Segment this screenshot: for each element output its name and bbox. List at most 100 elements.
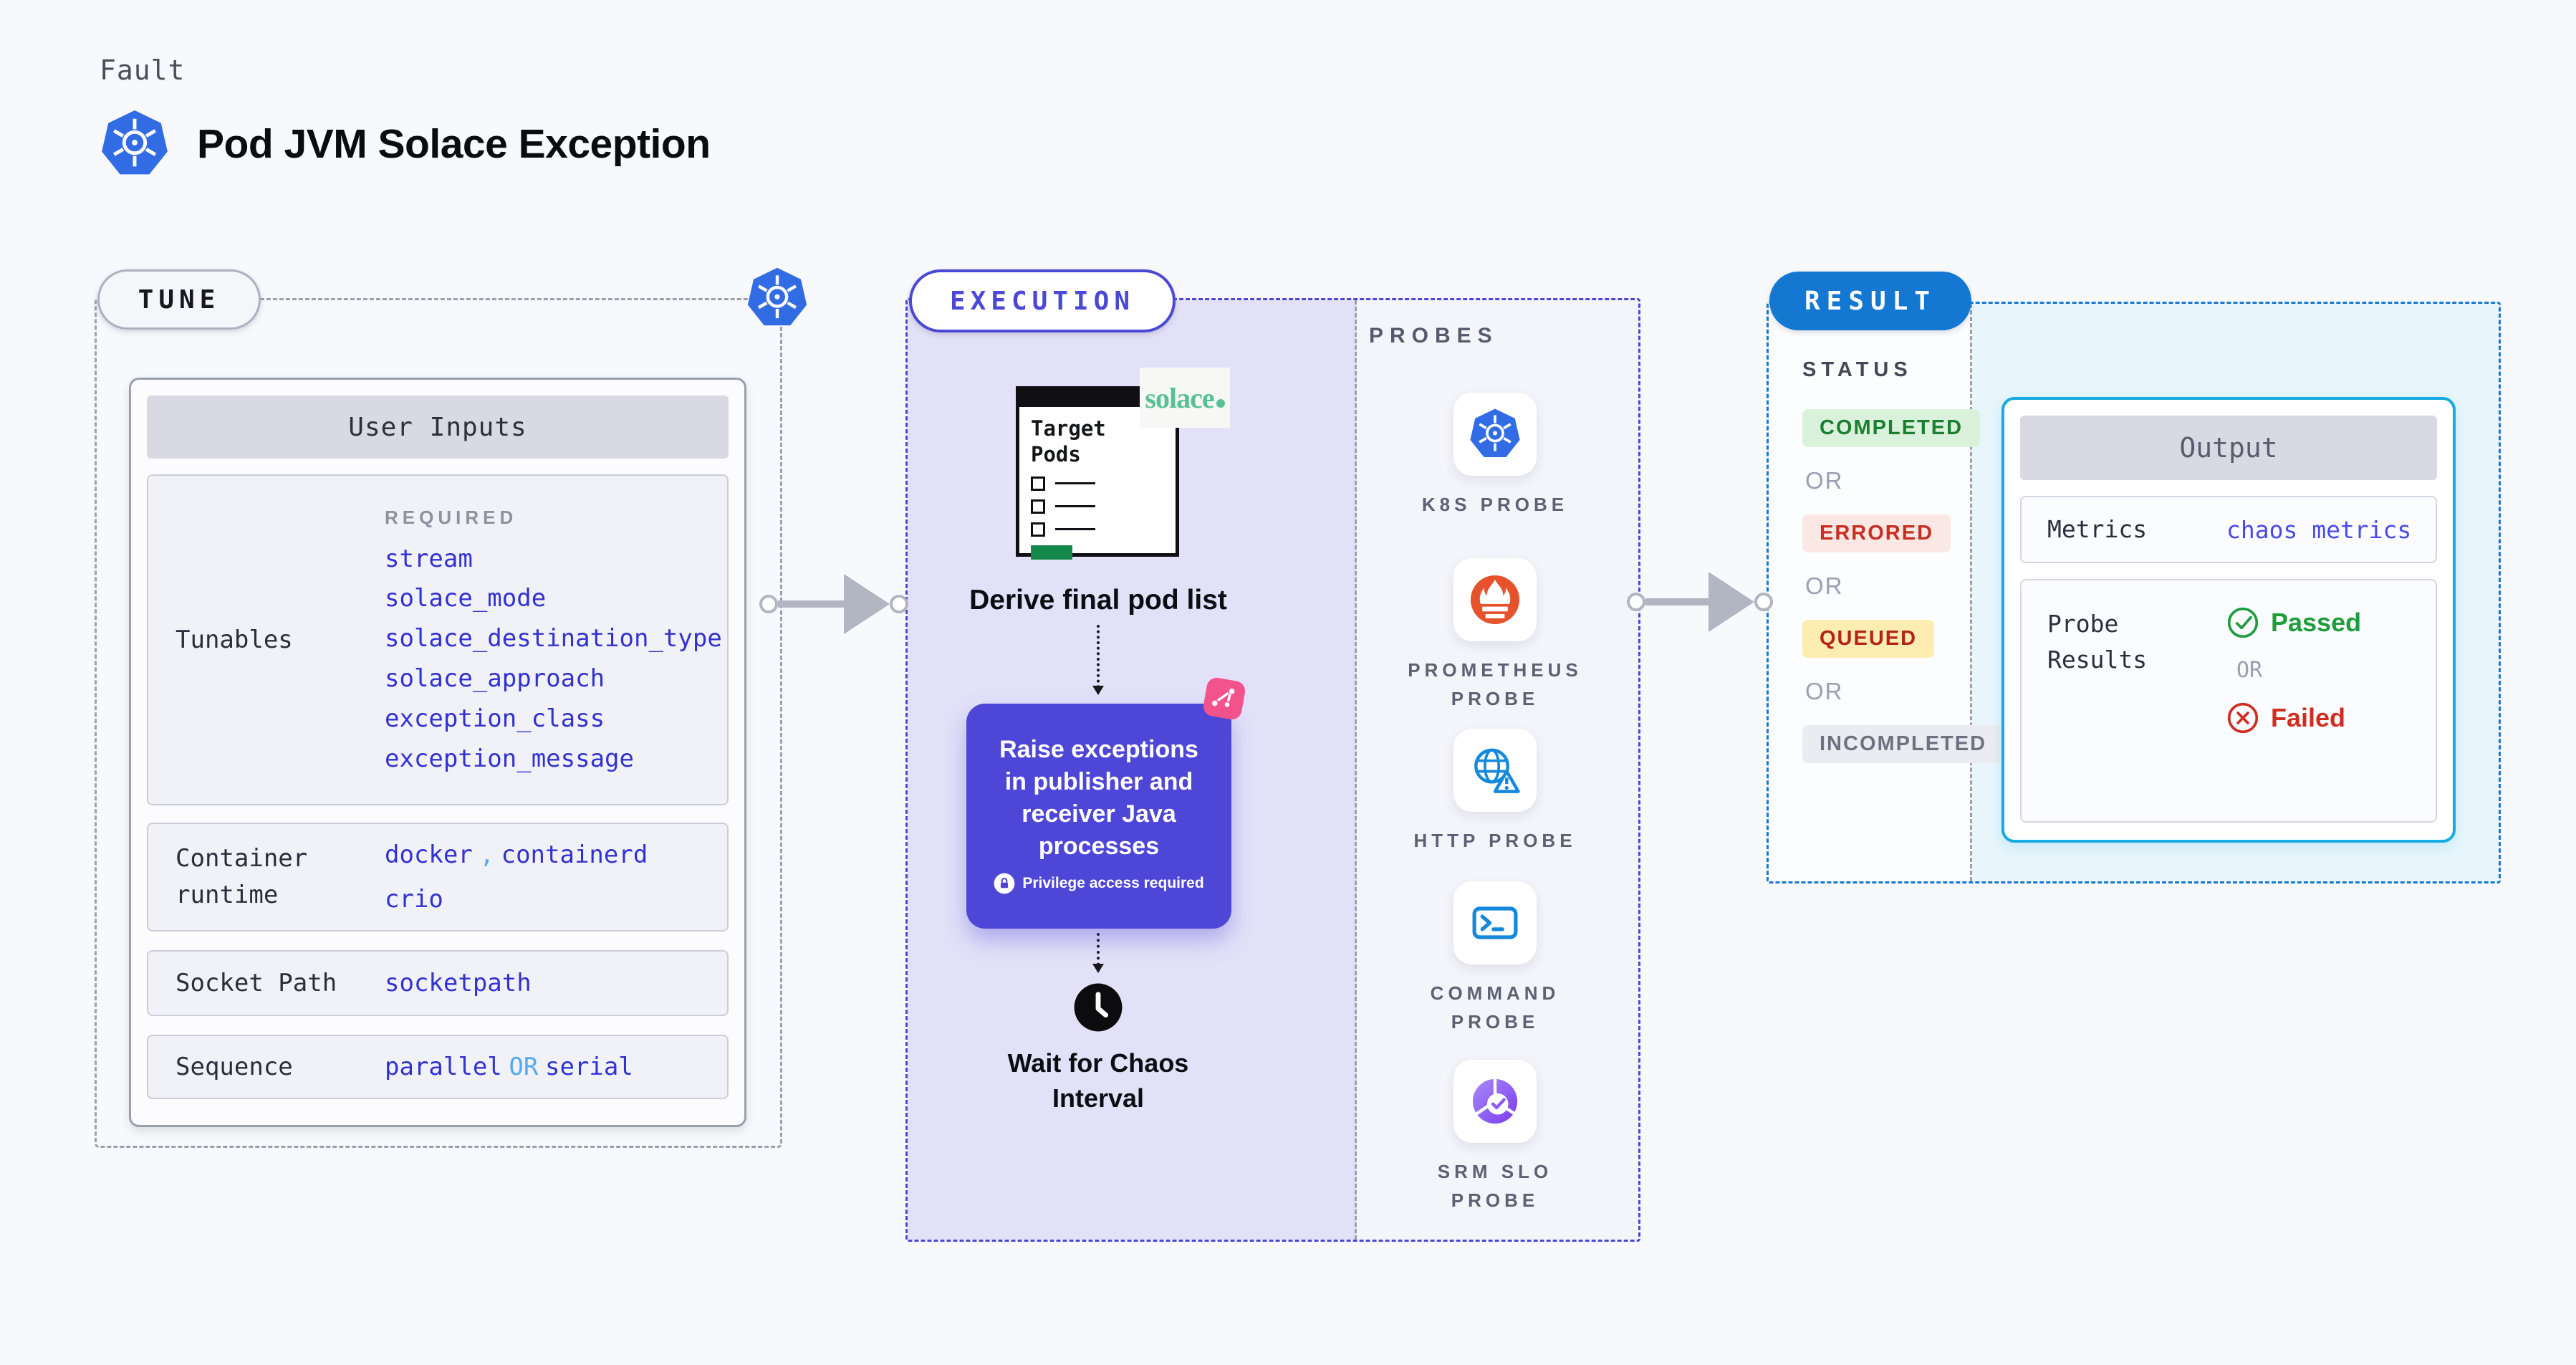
probe-item-command: COMMAND PROBE	[1402, 881, 1588, 1037]
tune-panel	[95, 298, 782, 1148]
probe-label: PROMETHEUS PROBE	[1408, 659, 1582, 710]
target-pods-title: Target Pods	[1031, 416, 1106, 467]
probe-item-k8s: K8S PROBE	[1402, 393, 1588, 519]
probe-item-srm-slo: SRM SLO PROBE	[1402, 1060, 1588, 1215]
runtime-separator: ,	[479, 840, 494, 869]
tunables-row: Tunables REQUIRED stream solace_mode sol…	[147, 474, 729, 805]
kubernetes-icon	[746, 267, 809, 330]
metrics-value: chaos metrics	[2226, 515, 2412, 544]
srm-slo-icon	[1472, 1078, 1518, 1124]
connector-dot	[1754, 593, 1773, 611]
probes-section-label: PROBES	[1369, 324, 1499, 348]
probe-label: COMMAND PROBE	[1430, 982, 1560, 1033]
tunable-item: exception_class	[385, 704, 605, 733]
list-line	[1055, 482, 1095, 484]
or-label: OR	[2236, 658, 2263, 683]
sequence-serial: serial	[545, 1053, 633, 1081]
solace-logo-text: solace	[1145, 381, 1214, 414]
user-inputs-card: User Inputs Tunables REQUIRED stream sol…	[129, 378, 746, 1127]
user-inputs-header: User Inputs	[147, 396, 729, 459]
page-header: Pod JVM Solace Exception	[100, 109, 711, 179]
sequence-label: Sequence	[176, 1052, 293, 1081]
list-line	[1055, 505, 1095, 507]
page-title: Pod JVM Solace Exception	[197, 121, 711, 167]
fault-kicker: Fault	[100, 54, 186, 86]
probe-card	[1453, 558, 1537, 641]
passed-label: Passed	[2271, 608, 2362, 637]
required-label: REQUIRED	[385, 506, 518, 528]
or-label: OR	[1805, 678, 1844, 704]
execution-badge: EXECUTION	[909, 269, 1176, 332]
probe-label: HTTP PROBE	[1413, 830, 1577, 851]
action-text: Raise exceptions in publisher and receiv…	[999, 736, 1198, 860]
flow-connector-down	[1092, 625, 1104, 695]
probe-label: K8S PROBE	[1421, 494, 1569, 515]
socket-path-label: Socket Path	[176, 968, 337, 997]
kubernetes-icon	[100, 109, 170, 179]
or-label: OR	[1805, 467, 1844, 494]
runtime-crio: crio	[385, 885, 443, 914]
probe-card	[1453, 1060, 1537, 1143]
status-completed-badge: COMPLETED	[1802, 409, 1981, 447]
tune-badge: TUNE	[97, 269, 261, 330]
probe-item-http: HTTP PROBE	[1402, 729, 1588, 855]
clock-icon	[1074, 983, 1123, 1032]
tunables-label: Tunables	[176, 625, 293, 654]
http-globe-icon	[1474, 748, 1520, 793]
progress-bar	[1031, 545, 1072, 560]
x-circle-icon	[2227, 702, 2259, 734]
result-badge: RESULT	[1769, 272, 1971, 330]
derive-pod-list-label: Derive final pod list	[969, 585, 1227, 616]
probe-results-label: Probe Results	[2047, 610, 2148, 674]
socket-path-row: Socket Path socketpath	[147, 950, 729, 1016]
tunable-item: exception_message	[385, 744, 634, 773]
chaos-icon	[1201, 676, 1247, 722]
sequence-or: OR	[509, 1053, 539, 1081]
arrowhead-icon	[1092, 964, 1104, 979]
wait-chaos-label: Wait for Chaos Interval	[1007, 1048, 1189, 1113]
checkbox-icon	[1031, 476, 1045, 491]
arrowhead-icon	[1092, 686, 1104, 701]
or-label: OR	[1805, 573, 1844, 599]
output-header: Output	[2020, 416, 2437, 480]
runtime-docker: docker	[385, 840, 473, 869]
connector-dot	[890, 595, 908, 613]
probe-card	[1453, 393, 1537, 476]
status-queued-badge: QUEUED	[1802, 620, 1935, 658]
check-circle-icon	[2227, 607, 2259, 638]
privilege-note: Privilege access required	[1022, 874, 1204, 891]
tunable-item: stream	[385, 544, 473, 573]
connector-dot	[1627, 593, 1645, 611]
lock-icon	[994, 873, 1015, 894]
probe-card	[1453, 729, 1537, 812]
kubernetes-icon	[1469, 408, 1522, 459]
tunable-item: solace_destination_type	[385, 624, 722, 653]
probe-card	[1453, 881, 1537, 964]
runtime-containerd: containerd	[501, 840, 648, 869]
flow-connector-down	[1092, 933, 1104, 973]
status-area	[1769, 304, 1972, 881]
connector-dot	[759, 595, 778, 613]
status-errored-badge: ERRORED	[1802, 514, 1951, 552]
tune-to-execution-arrow	[759, 574, 908, 634]
execution-to-result-arrow	[1627, 572, 1773, 632]
status-label: STATUS	[1802, 358, 1913, 381]
sequence-row: Sequence parallel OR serial	[147, 1035, 729, 1099]
checkbox-icon	[1031, 499, 1045, 514]
failed-label: Failed	[2271, 703, 2346, 732]
probe-item-prometheus: PROMETHEUS PROBE	[1402, 558, 1588, 714]
sequence-parallel: parallel	[385, 1053, 502, 1081]
terminal-icon	[1472, 906, 1518, 939]
prometheus-icon	[1470, 575, 1520, 625]
tunable-item: solace_mode	[385, 584, 547, 613]
raise-exceptions-card: Raise exceptions in publisher and receiv…	[966, 704, 1231, 929]
metrics-row: Metrics chaos metrics	[2020, 496, 2437, 563]
status-column: STATUS COMPLETED OR ERRORED OR QUEUED OR…	[1802, 358, 2004, 783]
status-incompleted-badge: INCOMPLETED	[1802, 725, 2004, 763]
solace-logo: solace	[1140, 368, 1230, 428]
container-runtime-row: Container runtime docker , containerd cr…	[147, 823, 729, 931]
probe-results-row: Probe Results Passed OR Faile	[2020, 579, 2437, 823]
container-runtime-label: Container runtime	[176, 844, 308, 909]
probe-label: SRM SLO PROBE	[1437, 1161, 1553, 1212]
